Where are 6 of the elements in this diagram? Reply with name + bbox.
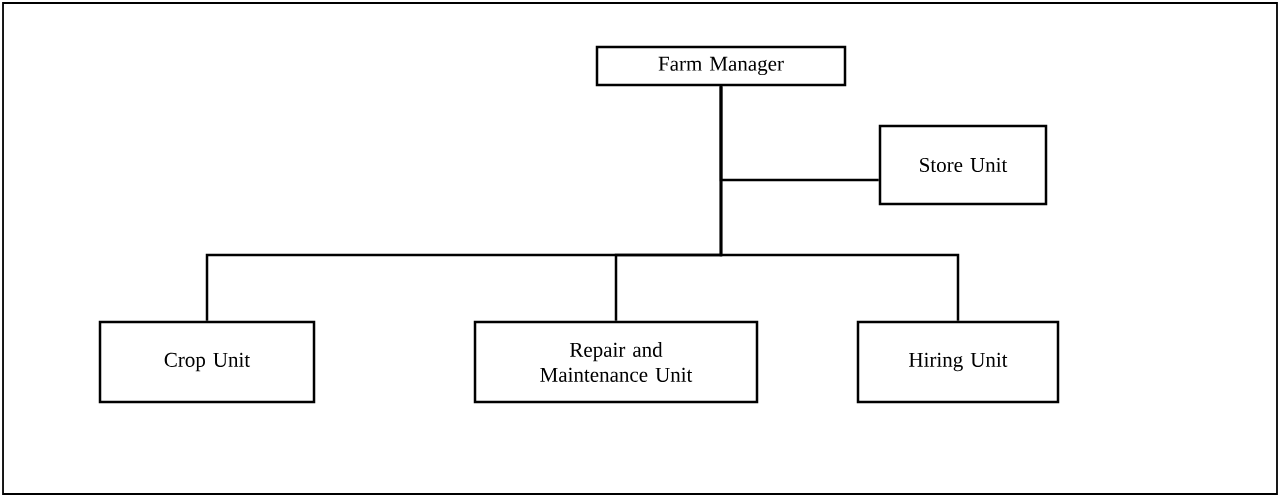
unit-box: Repair and Maintenance Unit (473, 320, 759, 404)
unit-box: Farm Manager (595, 45, 847, 87)
unit-box: Hiring Unit (856, 320, 1060, 404)
unit-box: Store Unit (878, 124, 1048, 206)
unit-box: Crop Unit (98, 320, 316, 404)
connector-line (719, 86, 960, 321)
